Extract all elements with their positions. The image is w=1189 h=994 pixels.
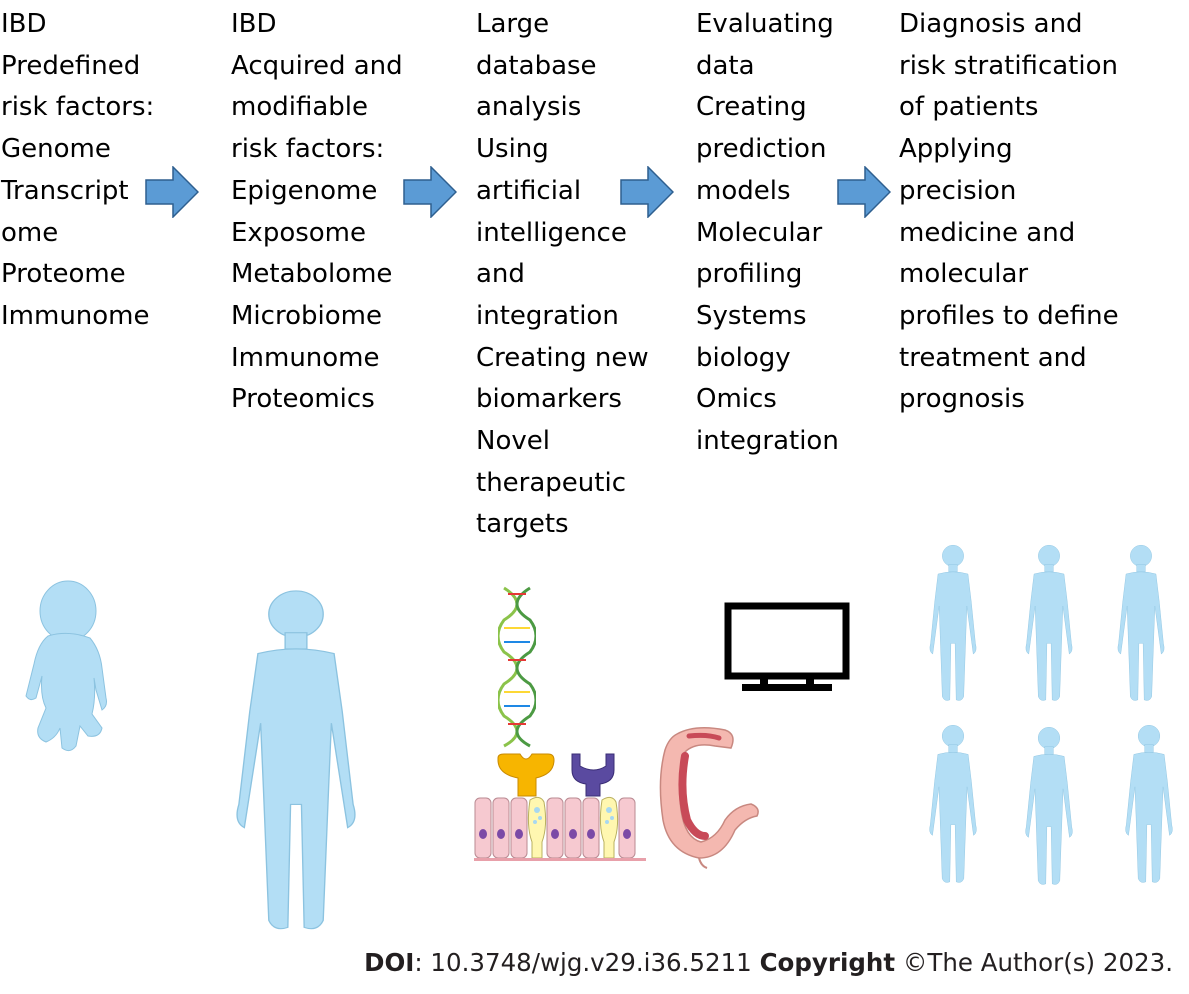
column-line: prognosis xyxy=(899,384,1025,415)
column-line: Genome xyxy=(1,134,111,165)
column-line: Transcript xyxy=(1,175,129,206)
infant-silhouette-icon xyxy=(25,580,107,752)
column-line: ome xyxy=(1,217,59,248)
column-line: molecular xyxy=(899,259,1029,290)
column-line: Proteomics xyxy=(231,384,375,415)
column-line: Predefined xyxy=(1,50,141,81)
column-line: biomarkers xyxy=(476,384,622,415)
column-line: of patients xyxy=(899,92,1039,123)
column-line: therapeutic xyxy=(476,467,626,498)
column-line: biology xyxy=(696,342,791,373)
citation-footer: DOI: 10.3748/wjg.v29.i36.5211 Copyright … xyxy=(364,948,1173,977)
column-line: Large xyxy=(476,9,550,39)
column-line: models xyxy=(696,175,791,206)
column-line: analysis xyxy=(476,92,582,123)
column-line: Systems xyxy=(696,300,807,331)
dna-helix-icon xyxy=(498,586,536,748)
column-line: risk factors: xyxy=(231,134,385,165)
column-line: Using xyxy=(476,134,549,165)
column-line: risk factors: xyxy=(1,92,155,123)
column-line: Creating xyxy=(696,92,807,123)
right-arrow-icon xyxy=(620,166,674,218)
column-line: IBD xyxy=(231,9,277,39)
adult-silhouette-icon xyxy=(228,584,364,932)
colon-icon xyxy=(659,727,759,869)
column-line: precision xyxy=(899,175,1017,206)
copyright-value: ©The Author(s) 2023. xyxy=(895,948,1173,977)
column-line: integration xyxy=(696,426,839,457)
right-arrow-icon xyxy=(145,166,199,218)
intestinal-epithelium-icon xyxy=(474,796,646,861)
column-line: Novel xyxy=(476,426,550,457)
column-line: intelligence xyxy=(476,217,627,248)
right-arrow-icon xyxy=(403,166,457,218)
right-arrow-icon xyxy=(837,166,891,218)
column-line: treatment and xyxy=(899,342,1087,373)
doi-value: : 10.3748/wjg.v29.i36.5211 xyxy=(414,948,760,977)
column-line: and xyxy=(476,259,525,290)
column-line: Evaluating xyxy=(696,9,834,39)
column-line: Immunome xyxy=(1,300,150,331)
column-line: Creating new xyxy=(476,342,649,373)
column-line: Applying xyxy=(899,134,1013,165)
column-line: Omics xyxy=(696,384,777,415)
column-line: integration xyxy=(476,300,619,331)
column-line: Microbiome xyxy=(231,300,382,331)
column-acquired-factors: IBD Acquired and modifiable risk factors: Ep… xyxy=(231,4,403,421)
cell-receptor-icon xyxy=(497,753,615,797)
column-line: database xyxy=(476,50,597,81)
column-line: medicine and xyxy=(899,217,1076,248)
column-line: data xyxy=(696,50,755,81)
monitor-icon xyxy=(724,602,850,691)
column-line: Molecular xyxy=(696,217,823,248)
column-line: modifiable xyxy=(231,92,368,123)
column-line: targets xyxy=(476,509,569,540)
column-line: Epigenome xyxy=(231,175,378,206)
column-line: Exposome xyxy=(231,217,367,248)
column-line: Acquired and xyxy=(231,50,403,81)
column-line: artificial xyxy=(476,175,582,206)
patient-group-icon xyxy=(929,544,1173,885)
column-line: Metabolome xyxy=(231,259,393,290)
doi-label: DOI xyxy=(364,948,415,977)
copyright-label: Copyright xyxy=(759,948,896,977)
column-diagnosis: Diagnosis and risk stratification of patie… xyxy=(899,4,1119,421)
column-line: risk stratification xyxy=(899,50,1118,81)
column-line: profiles to define xyxy=(899,300,1119,331)
column-line: Proteome xyxy=(1,259,126,290)
column-line: prediction xyxy=(696,134,827,165)
column-line: Diagnosis and xyxy=(899,9,1083,39)
column-line: profiling xyxy=(696,259,803,290)
column-line: Immunome xyxy=(231,342,380,373)
column-line: IBD xyxy=(1,9,47,39)
